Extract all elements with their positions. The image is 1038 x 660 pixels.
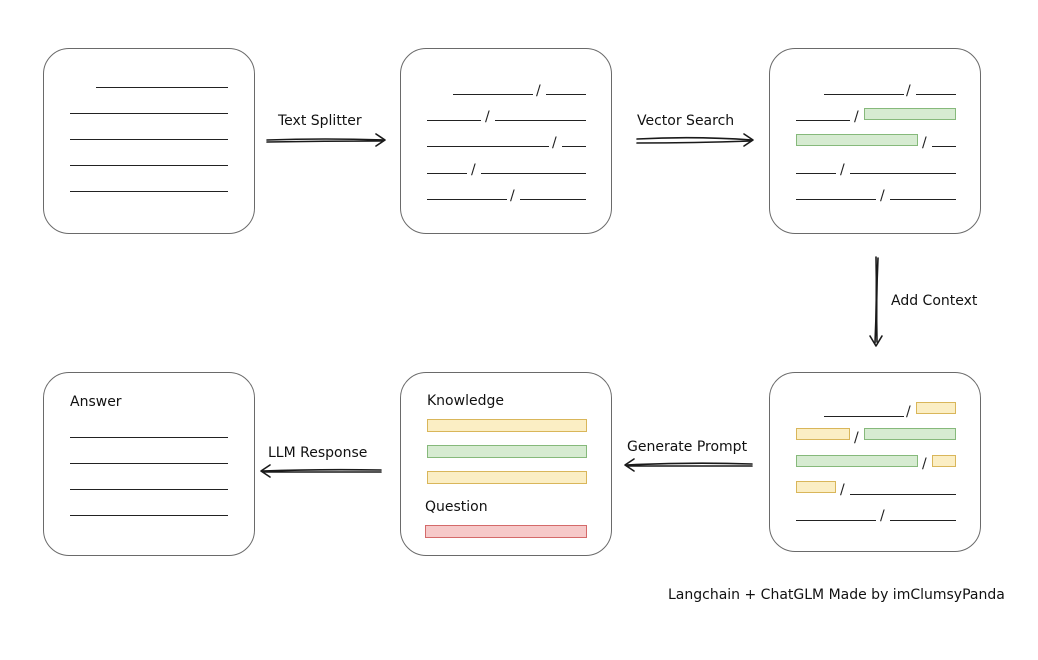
text-line (70, 113, 228, 114)
separator: / (880, 188, 885, 204)
prompt-card: Knowledge Question (400, 372, 612, 556)
knowledge-title: Knowledge (427, 393, 504, 409)
text-splitter-arrowhead (375, 133, 386, 147)
text-line (70, 463, 228, 464)
separator: / (471, 162, 476, 178)
chunk-line (850, 494, 956, 495)
question-title: Question (425, 499, 488, 515)
separator: / (854, 430, 859, 446)
separator: / (840, 162, 845, 178)
add-context-arrowhead (869, 335, 883, 347)
separator: / (840, 482, 845, 498)
context-chunk-bar (796, 428, 850, 440)
separator: / (906, 404, 911, 420)
source-document-card (43, 48, 255, 234)
chunk-line (562, 146, 586, 147)
separator: / (510, 188, 515, 204)
llm-response-arrowhead (260, 464, 271, 478)
add-context-arrow (874, 256, 879, 344)
text-line (70, 515, 228, 516)
chunk-line (481, 173, 586, 174)
separator: / (552, 135, 557, 151)
chunk-line (890, 199, 956, 200)
chunk-line (495, 120, 586, 121)
knowledge-bar (427, 445, 587, 458)
question-bar (425, 525, 587, 538)
matched-chunk-bar (796, 455, 918, 467)
matched-chunk-bar (864, 428, 956, 440)
text-line (70, 165, 228, 166)
generate-prompt-label: Generate Prompt (627, 439, 748, 455)
vector-search-arrowhead (743, 133, 754, 147)
chunk-line (520, 199, 586, 200)
text-line (70, 489, 228, 490)
chunk-line (427, 120, 481, 121)
separator: / (854, 109, 859, 125)
vector-search-arrow (636, 136, 753, 144)
chunk-line (824, 94, 904, 95)
answer-title: Answer (70, 394, 122, 410)
text-line (70, 191, 228, 192)
matched-chunk-bar (796, 134, 918, 146)
chunk-line (427, 146, 549, 147)
text-splitter-arrow (266, 138, 385, 143)
chunk-line (796, 120, 850, 121)
chunk-line (824, 416, 904, 417)
chunk-line (453, 94, 533, 95)
chunk-line (796, 199, 876, 200)
separator: / (485, 109, 490, 125)
matched-chunk-bar (864, 108, 956, 120)
chunk-line (427, 199, 507, 200)
knowledge-bar (427, 471, 587, 484)
chunk-line (427, 173, 467, 174)
separator: / (536, 83, 541, 99)
text-line (70, 437, 228, 438)
llm-response-arrow (261, 468, 382, 473)
chunk-line (890, 520, 956, 521)
separator: / (880, 508, 885, 524)
context-chunk-bar (932, 455, 956, 467)
add-context-label: Add Context (891, 293, 978, 309)
chunk-line (546, 94, 586, 95)
separator: / (922, 135, 927, 151)
answer-card: Answer (43, 372, 255, 556)
split-chunks-card: / / / / / (400, 48, 612, 234)
knowledge-bar (427, 419, 587, 432)
text-line (96, 87, 228, 88)
text-line (70, 139, 228, 140)
context-card: / / / / / (769, 372, 981, 552)
vector-search-label: Vector Search (637, 113, 735, 129)
context-chunk-bar (796, 481, 836, 493)
chunk-line (916, 94, 956, 95)
generate-prompt-arrowhead (624, 458, 635, 472)
llm-response-label: LLM Response (268, 445, 368, 461)
chunk-line (850, 173, 956, 174)
separator: / (906, 83, 911, 99)
vector-search-card: / / / / / (769, 48, 981, 234)
chunk-line (932, 146, 956, 147)
chunk-line (796, 520, 876, 521)
credit-footer: Langchain + ChatGLM Made by imClumsyPand… (668, 587, 1005, 603)
context-chunk-bar (916, 402, 956, 414)
generate-prompt-arrow (625, 462, 753, 467)
chunk-line (796, 173, 836, 174)
text-splitter-label: Text Splitter (278, 113, 362, 129)
separator: / (922, 456, 927, 472)
